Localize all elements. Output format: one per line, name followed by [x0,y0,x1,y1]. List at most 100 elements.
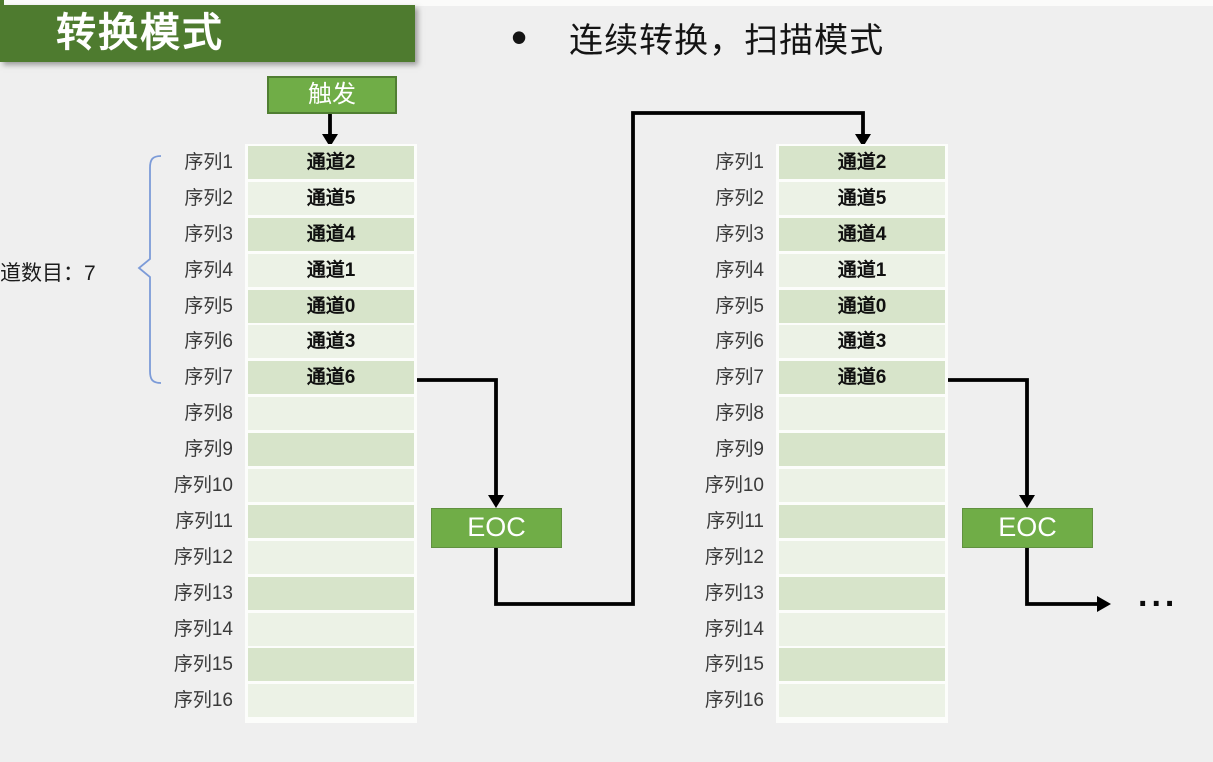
sequence-row: 序列8 [651,397,948,431]
ellipsis-arrowhead [1097,596,1111,612]
sequence-label: 序列9 [184,439,233,461]
table1-to-eoc1-line [417,378,498,497]
channel-cell: 通道5 [248,181,414,215]
sequence-row: 序列1 通道2 [120,146,417,179]
channel-cell: 通道6 [779,361,945,395]
channel-cell: 通道3 [248,325,414,359]
channel-cell: 通道1 [248,253,414,287]
sequence-label: 序列15 [173,654,233,676]
sequence-row: 序列1 通道2 [651,146,948,179]
sequence-row: 序列10 [120,469,417,503]
sequence-row: 序列16 [651,684,948,718]
channel-cell [779,504,945,538]
sequence-row: 序列11 [120,504,417,538]
sequence-label: 序列6 [715,331,764,353]
sequence-label: 序列1 [715,152,764,173]
channel-cell [248,648,414,682]
sequence-row: 序列7 通道6 [120,361,417,395]
eoc-box-1: EOC [431,508,562,548]
sequence-label: 序列6 [184,331,233,353]
sequence-row: 序列10 [651,469,948,503]
sequence-label: 序列3 [715,223,764,245]
sequence-label: 序列16 [704,690,764,712]
sequence-label: 序列13 [704,582,764,604]
sequence-label: 序列2 [184,187,233,209]
channel-cell [248,684,414,718]
sequence-row: 序列14 [651,612,948,646]
eoc2-to-ellipsis-line [1025,548,1098,606]
channel-cell [248,504,414,538]
channel-cell: 通道2 [779,146,945,179]
table2-to-eoc2-line [948,378,1029,497]
sequence-label: 序列12 [173,546,233,568]
channel-cell: 通道4 [779,217,945,251]
sequence-label: 序列9 [715,439,764,461]
channel-cell: 通道2 [248,146,414,179]
channel-cell [248,576,414,610]
sequence-label: 序列12 [704,546,764,568]
bullet-icon: • [511,11,528,63]
sequence-label: 序列16 [173,690,233,712]
channel-cell: 通道5 [779,181,945,215]
channel-cell [248,612,414,646]
sequence-row: 序列5 通道0 [120,289,417,323]
sequence-row: 序列11 [651,504,948,538]
sequence-row: 序列5 通道0 [651,289,948,323]
sequence-label: 序列11 [706,510,764,532]
sequence-label: 序列3 [184,223,233,245]
channel-cell [779,540,945,574]
sequence-label: 序列7 [184,367,233,389]
channel-cell [248,433,414,467]
sequence-label: 序列4 [715,259,764,281]
sequence-label: 序列14 [173,618,233,640]
sequence-label: 序列10 [173,475,233,497]
sequence-row: 序列16 [120,684,417,718]
sequence-row: 序列13 [651,576,948,610]
top-edge-strip [0,0,1213,6]
sequence-row: 序列13 [120,576,417,610]
sequence-label: 序列14 [704,618,764,640]
sequence-row: 序列7 通道6 [651,361,948,395]
sequence-label: 序列11 [175,510,233,532]
ellipsis: ... [1138,576,1179,614]
channel-cell [779,397,945,431]
channel-cell: 通道0 [248,289,414,323]
bullet-headline: • 连续转换，扫描模式 [511,14,884,60]
sequence-row: 序列4 通道1 [120,253,417,287]
sequence-row: 序列15 [120,648,417,682]
page-title: 转换模式 [0,5,415,62]
sequence-label: 序列2 [715,187,764,209]
sequence-row: 序列2 通道5 [120,181,417,215]
sequence-row: 序列3 通道4 [651,217,948,251]
sequence-row: 序列14 [120,612,417,646]
channel-cell [248,469,414,503]
channel-cell [779,684,945,718]
channel-cell [779,469,945,503]
channel-cell [248,540,414,574]
channel-cell: 通道6 [248,361,414,395]
sequence-row: 序列8 [120,397,417,431]
sequence-label: 序列5 [715,295,764,317]
sequence-label: 序列8 [715,403,764,425]
channel-cell: 通道0 [779,289,945,323]
sequence-label: 序列15 [704,654,764,676]
sequence-label: 序列10 [704,475,764,497]
channel-cell [248,397,414,431]
sequence-row: 序列15 [651,648,948,682]
sequence-label: 序列7 [715,367,764,389]
channel-cell [779,612,945,646]
sequence-row: 序列2 通道5 [651,181,948,215]
sequence-label: 序列4 [184,259,233,281]
sequence-row: 序列12 [120,540,417,574]
sequence-label: 序列5 [184,295,233,317]
channel-cell [779,576,945,610]
sequence-label: 序列1 [184,152,233,173]
eoc2-arrowhead [1019,495,1035,508]
sequence-row: 序列9 [120,433,417,467]
